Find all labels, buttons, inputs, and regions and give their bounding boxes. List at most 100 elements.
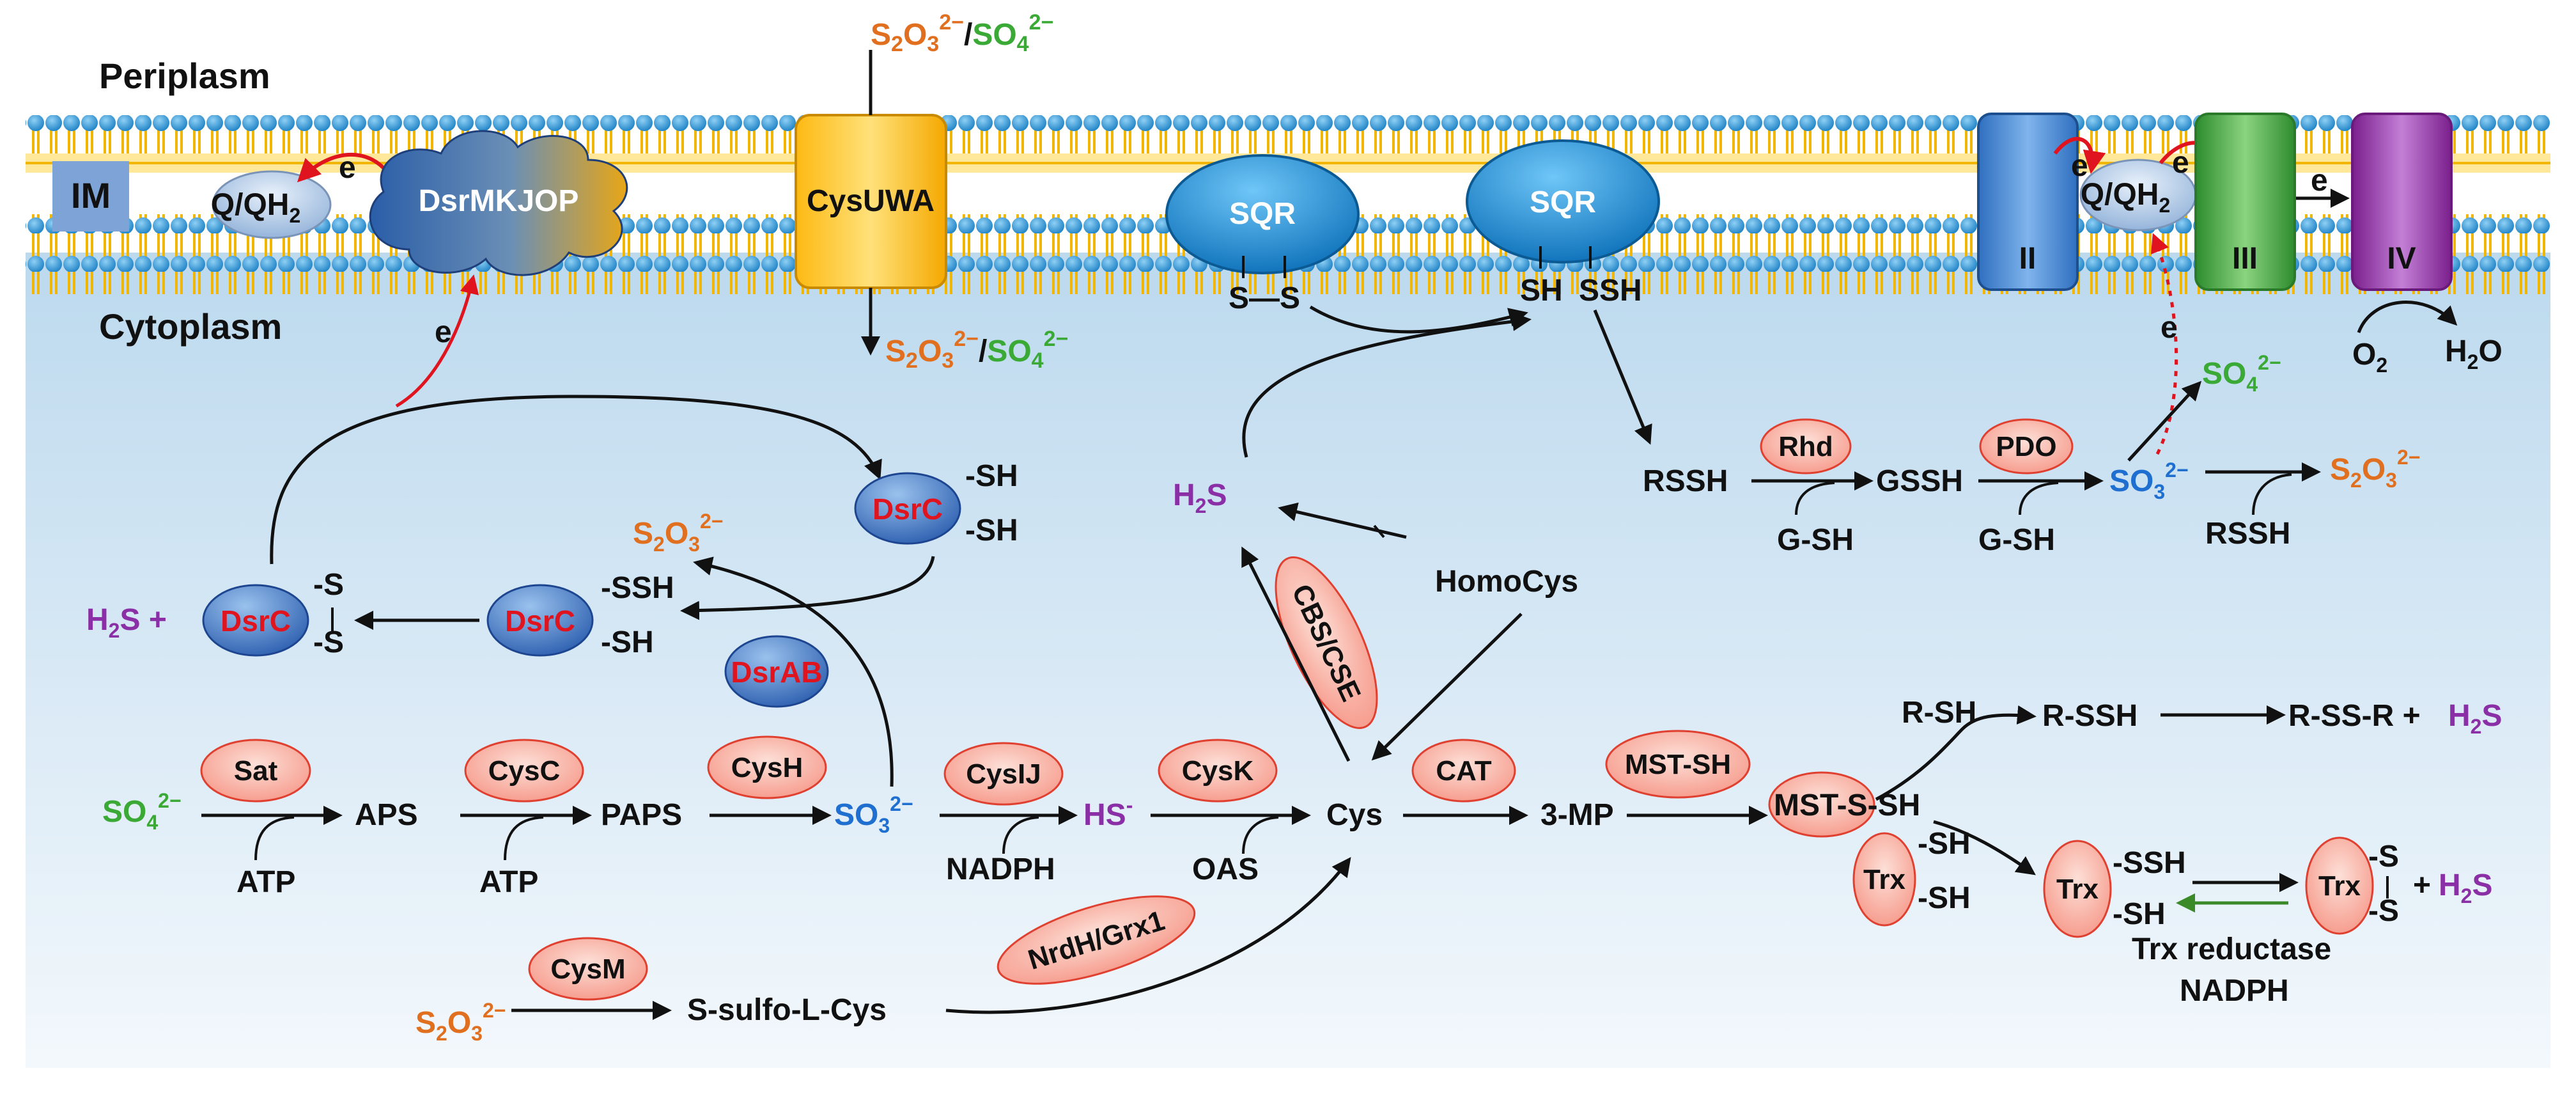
dsrc-label-2: DsrC (505, 604, 575, 638)
trx-sh-3: -SH (2113, 897, 2166, 931)
svg-text:S2O32−/SO42−: S2O32−/SO42− (885, 327, 1068, 373)
electron-label-1: e (339, 151, 356, 185)
complex-ii (1977, 113, 2079, 291)
cysij-label: CysIJ (966, 758, 1041, 790)
so4-assim-sup: 2− (158, 789, 181, 812)
cysk-enzyme (1158, 739, 1278, 803)
cytoplasm-region (26, 253, 2550, 1068)
h2s-rssr-sub: 2 (2471, 715, 2482, 738)
so4-assim-sub: 4 (146, 811, 158, 834)
h2o-sub: 2 (2467, 350, 2479, 373)
svg-text:HS-: HS- (1083, 794, 1133, 832)
mst-to-rssh-arrow (1875, 705, 2037, 801)
periplasm-label: Periplasm (99, 56, 270, 96)
so4-bot-sup: 2− (1044, 327, 1069, 351)
s2o3-top-sub2: 3 (927, 32, 939, 56)
trx-reductase-label: Trx reductase (2132, 932, 2331, 966)
svg-text:S2O32−: S2O32− (2330, 446, 2420, 492)
pdo-enzyme (1979, 418, 2074, 474)
s2o3-top-s: S (871, 18, 891, 52)
s-sulfo-to-cys-arrow (945, 857, 1351, 1014)
gsh-2: G-SH (1978, 523, 2055, 557)
electron-label-4: e (2311, 164, 2328, 198)
sulfite-to-sulfate-arrow (2127, 380, 2202, 462)
h2o-h: H (2445, 334, 2467, 368)
atp-1: ATP (237, 865, 295, 899)
r-ss-r: R-SS-R + (2288, 699, 2421, 733)
nadph-assim: NADPH (946, 852, 1055, 886)
svg-text:H2S +: H2S + (86, 603, 167, 642)
cysc-enzyme (464, 739, 584, 803)
dsrmkjop-label: DsrMKJOP (419, 184, 579, 218)
cys: Cys (1326, 798, 1383, 832)
electron-label-2: e (2071, 149, 2088, 183)
so4-ox-sub: 4 (2246, 373, 2258, 396)
cys-to-h2s-arrow (1241, 546, 1351, 762)
svg-text:S2O32−: S2O32− (415, 999, 506, 1045)
s2o3-dsr-sup: 2− (700, 510, 723, 533)
svg-text:Q/QH2: Q/QH2 (211, 188, 300, 227)
3-mp: 3-MP (1540, 798, 1614, 832)
svg-text:H2O: H2O (2445, 334, 2502, 373)
h2s-center-h: H (1173, 478, 1195, 512)
electron-arrow-dsrc-dsrm (395, 274, 479, 408)
svg-text:SO32−: SO32− (2109, 459, 2189, 503)
complex-iii (2194, 113, 2296, 291)
cat-enzyme (1411, 739, 1516, 803)
dsrc-trisulfide (202, 584, 309, 657)
s2o3-ox-s: S (2330, 453, 2350, 487)
svg-text:O2: O2 (2352, 338, 2387, 377)
so4-top: SO (972, 18, 1016, 52)
quinone-label-left: Q/QH (211, 188, 290, 222)
trx-plus: + (2413, 868, 2431, 902)
aps: APS (355, 798, 418, 832)
sqr-label-2: SQR (1530, 185, 1596, 219)
dsrab-label: DsrAB (731, 655, 822, 689)
homocys-to-cys-arrow (1371, 613, 1523, 761)
dsrc-label-3: DsrC (221, 604, 291, 638)
s2o3-dsr-o: O (665, 517, 688, 551)
sqr-sh: SH (1520, 274, 1563, 308)
s2o3-ox-o: O (2362, 453, 2386, 487)
so3-assim-sup: 2− (890, 792, 913, 815)
h2o-o: O (2478, 334, 2502, 368)
dsrc-s-2: -S (313, 625, 344, 659)
h2s-trx-h: H (2439, 868, 2461, 902)
sqr-label-1: SQR (1229, 197, 1296, 231)
cysh-label: CysH (731, 752, 803, 783)
dsrc-sh-1: -SH (965, 459, 1018, 493)
electron-arrow-sulfite-q (2150, 233, 2178, 455)
s2o3-ox-sup: 2− (2397, 446, 2420, 469)
r-sh: R-SH (1902, 696, 1976, 730)
paps: PAPS (601, 798, 682, 832)
cysc-label: CysC (488, 755, 561, 787)
mst-ellipse (1768, 771, 1875, 838)
o2-reduction-arrow (2357, 301, 2458, 333)
trx-label-3: Trx (2318, 870, 2361, 902)
svg-text:H2S: H2S (1173, 478, 1227, 517)
quinone-sub-right: 2 (2159, 194, 2170, 217)
electron-arrow-ii-q (2053, 137, 2106, 175)
complex-ii-label: II (2019, 242, 2037, 276)
complex-iii-label: III (2232, 242, 2258, 276)
sulfite-to-dsrab-arrow (693, 556, 894, 787)
gsh-1: G-SH (1777, 523, 1854, 557)
cat-label: CAT (1436, 755, 1491, 787)
dsrc-persulfidation-arrow (680, 556, 935, 620)
sqr-ssh: SSH (1579, 274, 1642, 308)
h2s-to-sqr-arrow (1242, 311, 1532, 458)
so4-bot-sub: 4 (1032, 349, 1044, 373)
sqr-oxidized (1165, 154, 1360, 274)
mst-sh-enzyme (1605, 730, 1751, 799)
svg-text:H2S: H2S (2448, 699, 2502, 738)
h2s-rssr-s: S (2481, 699, 2502, 733)
rhd-label: Rhd (1778, 431, 1833, 462)
trx-s-1: -S (2368, 840, 2399, 874)
so4-assim: SO (102, 795, 146, 829)
o2-label: O (2352, 338, 2376, 372)
h2s-rssr-h: H (2448, 699, 2471, 733)
s2o3-top-sup: 2− (939, 10, 964, 35)
svg-text:Q/QH2: Q/QH2 (2081, 178, 2170, 217)
trx-oxidized (2305, 836, 2374, 935)
dsrc-ssh: -SSH (601, 571, 674, 605)
